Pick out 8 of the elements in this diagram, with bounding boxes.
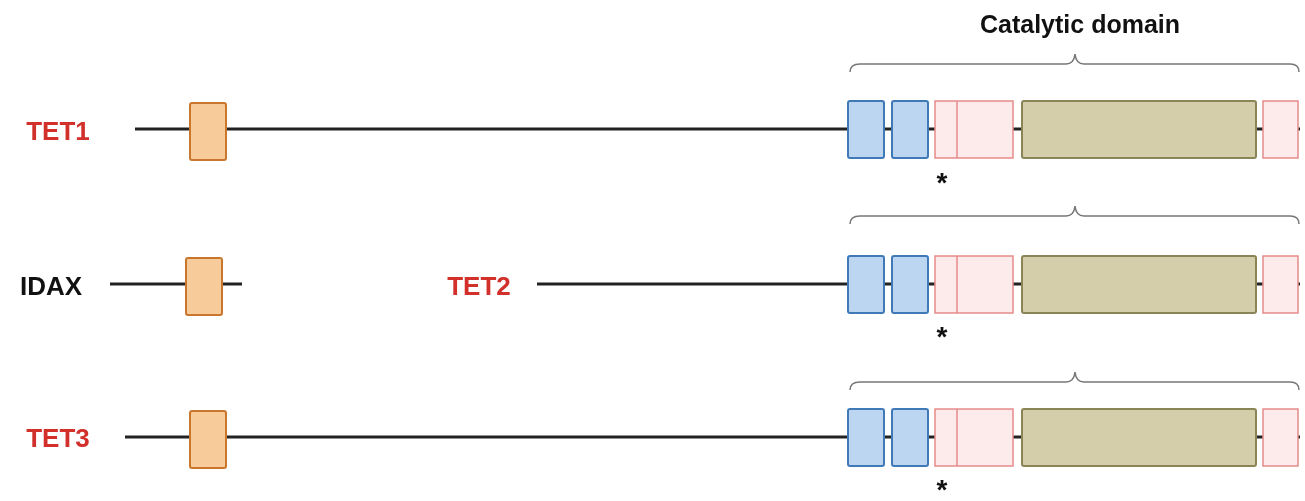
asterisk-mark: * bbox=[936, 169, 948, 197]
protein-label: TET1 bbox=[26, 118, 90, 144]
asterisk-mark: * bbox=[936, 476, 948, 501]
protein-label: TET2 bbox=[447, 273, 511, 299]
domain-label: Catalytic domain bbox=[979, 11, 1181, 37]
protein-label: TET3 bbox=[26, 425, 90, 451]
protein-label: IDAX bbox=[19, 273, 83, 299]
asterisk-mark: * bbox=[936, 323, 948, 351]
